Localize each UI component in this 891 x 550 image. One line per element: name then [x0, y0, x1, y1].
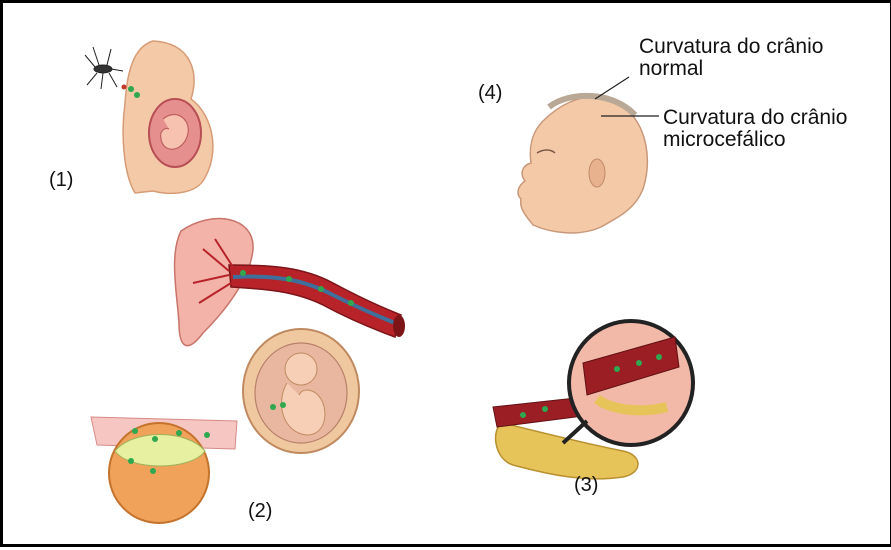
- illustration-canvas: [3, 3, 891, 550]
- microcephalic-curvature-line2: microcefálico: [663, 129, 847, 151]
- pregnant-woman-illustration: [122, 41, 213, 193]
- panel-label-4: (4): [478, 82, 502, 104]
- placenta-vessel-illustration: [175, 219, 405, 346]
- fetus-in-uterus-illustration: [243, 329, 359, 453]
- normal-curvature-line1: Curvatura do crânio: [639, 36, 823, 58]
- normal-curvature-annotation: Curvatura do crânio normal: [639, 36, 823, 80]
- microcephalic-curvature-annotation: Curvatura do crânio microcefálico: [663, 107, 847, 151]
- early-embryo-illustration: [91, 417, 237, 523]
- mosquito-icon: [85, 47, 123, 89]
- panel-label-2: (2): [248, 500, 272, 522]
- microcephalic-curvature-line1: Curvatura do crânio: [663, 107, 847, 129]
- normal-curvature-line2: normal: [639, 58, 823, 80]
- panel-label-1: (1): [49, 169, 73, 191]
- magnifier-icon: [563, 321, 693, 445]
- normal-curvature-pointer: [595, 77, 629, 99]
- panel-label-3: (3): [574, 474, 598, 496]
